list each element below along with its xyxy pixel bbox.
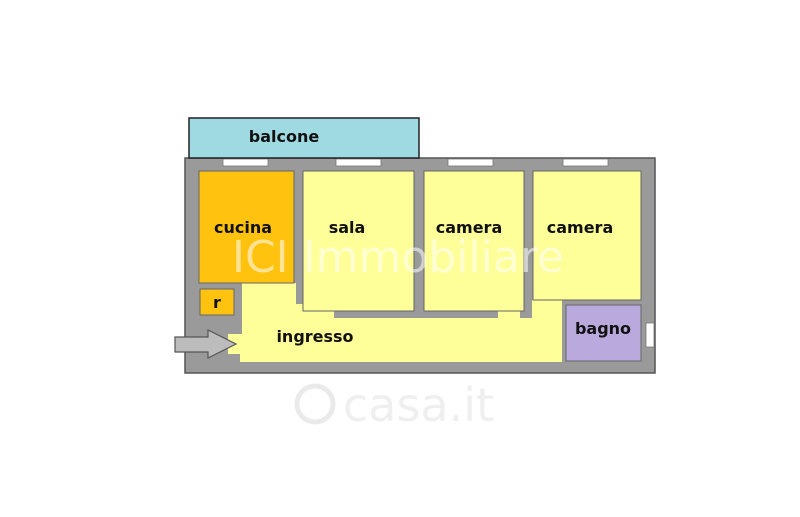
camera-2-floor	[533, 171, 641, 300]
room-label-balcone: balcone	[249, 127, 320, 146]
room-label-bagno: bagno	[575, 319, 631, 338]
bagno-floor	[566, 305, 641, 361]
room-label-sala: sala	[329, 218, 366, 237]
ripostiglio-floor	[200, 289, 234, 315]
cucina-floor	[199, 171, 294, 283]
room-label-camera-2: camera	[547, 218, 614, 237]
agency-watermark: ICI Immobiliare	[232, 232, 564, 283]
ingresso-floor	[240, 283, 562, 362]
portal-watermark-text: casa.it	[343, 378, 494, 432]
room-label-ripostiglio: r	[213, 293, 221, 312]
room-label-camera-1: camera	[436, 218, 503, 237]
entrance-arrow	[174, 329, 238, 359]
inner-walls	[198, 170, 642, 362]
house-logo-icon	[294, 383, 336, 425]
portal-watermark: casa.it	[294, 378, 494, 432]
room-label-cucina: cucina	[214, 218, 272, 237]
room-label-ingresso: ingresso	[276, 327, 353, 346]
windows	[222, 158, 655, 348]
sala-floor	[303, 171, 414, 311]
camera-1-floor	[424, 171, 524, 311]
balcone	[188, 117, 420, 159]
